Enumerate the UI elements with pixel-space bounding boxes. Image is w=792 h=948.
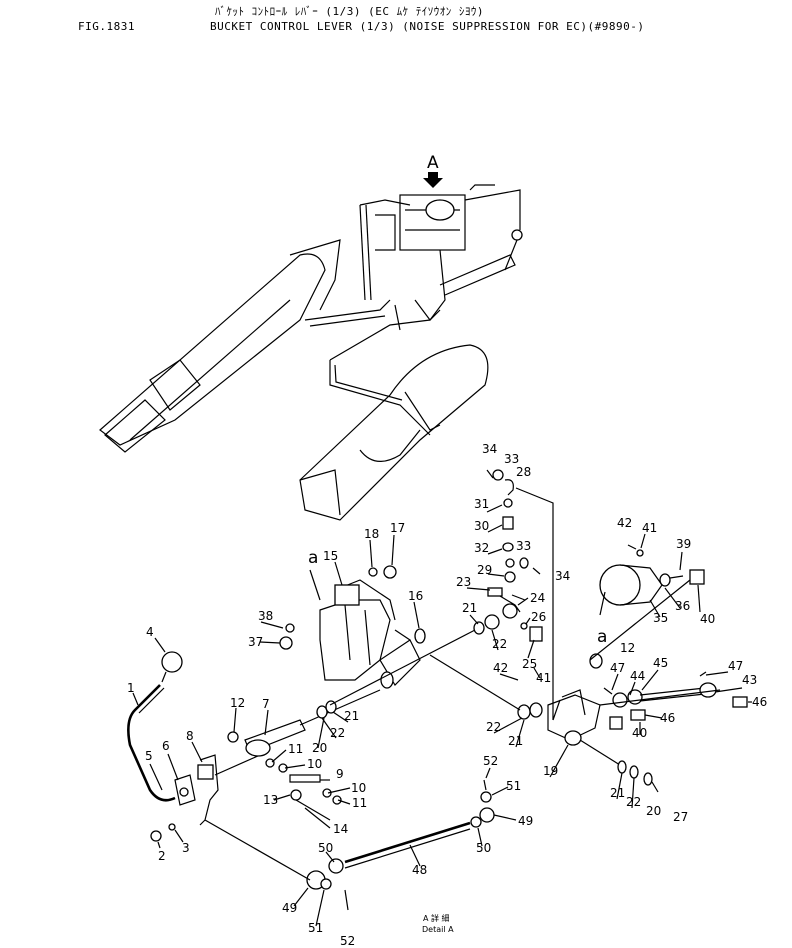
callout-36: 36 [675, 599, 690, 613]
callout-26: 26 [531, 610, 546, 624]
callout-50a: 50 [318, 841, 333, 855]
callout-46a: 46 [660, 711, 675, 725]
callout-21a: 21 [344, 709, 359, 723]
callout-41b: 41 [536, 671, 551, 685]
callout-12b: 12 [620, 641, 635, 655]
callout-22b: 22 [492, 637, 507, 651]
callout-14: 14 [333, 822, 348, 836]
callout-1: 1 [127, 681, 135, 695]
callout-40a: 40 [700, 612, 715, 626]
callout-8: 8 [186, 729, 194, 743]
callout-16: 16 [408, 589, 423, 603]
callout-7: 7 [262, 697, 270, 711]
callout-52b: 52 [340, 934, 355, 948]
callout-42b: 42 [493, 661, 508, 675]
callout-27: 27 [673, 810, 688, 824]
callout-30: 30 [474, 519, 489, 533]
callout-33b: 33 [516, 539, 531, 553]
callout-44: 44 [630, 669, 645, 683]
callout-24: 24 [530, 591, 545, 605]
ref-letter-a-left: a [308, 548, 318, 568]
callout-34b: 34 [555, 569, 570, 583]
callout-28: 28 [516, 465, 531, 479]
callout-21b: 21 [462, 601, 477, 615]
center-linkage [486, 469, 554, 720]
callout-45: 45 [653, 656, 668, 670]
callout-20a: 20 [312, 741, 327, 755]
callout-52a: 52 [483, 754, 498, 768]
callout-42a: 42 [617, 516, 632, 530]
callout-51a: 51 [506, 779, 521, 793]
callout-51b: 51 [308, 921, 323, 935]
ref-letter-a-right: a [597, 627, 607, 647]
callout-3: 3 [182, 841, 190, 855]
boom-assembly-view: A [99, 153, 523, 521]
callout-17: 17 [390, 521, 405, 535]
title-english: BUCKET CONTROL LEVER (1/3) (NOISE SUPPRE… [210, 20, 645, 33]
callout-4: 4 [146, 625, 154, 639]
callout-12a: 12 [230, 696, 245, 710]
callout-29: 29 [477, 563, 492, 577]
callout-33a: 33 [504, 452, 519, 466]
callout-20b: 20 [646, 804, 661, 818]
callout-39: 39 [676, 537, 691, 551]
callout-10b: 10 [351, 781, 366, 795]
callout-11a: 11 [288, 742, 303, 756]
callout-47a: 47 [610, 661, 625, 675]
view-arrow-icon [423, 172, 443, 188]
callout-46b: 46 [752, 695, 767, 709]
callout-31: 31 [474, 497, 489, 511]
callout-48: 48 [412, 863, 427, 877]
bracket-assembly [279, 565, 500, 706]
figure-number: FIG.1831 [78, 20, 135, 33]
title-japanese: ﾊﾞｹｯﾄ ｺﾝﾄﾛｰﾙ ﾚﾊﾞｰ (1/3) (EC ﾑｹ ﾃｲｿｳｵﾝ ｼﾖ… [215, 5, 484, 18]
right-assembly [429, 544, 748, 793]
lever-linkage [127, 651, 495, 911]
leader-lines [132, 504, 752, 927]
callout-5: 5 [145, 749, 153, 763]
callout-22d: 22 [626, 795, 641, 809]
callout-22c: 22 [486, 720, 501, 734]
detail-caption-jp: A 詳 細 [423, 913, 450, 923]
detail-caption-en: Detail A [422, 925, 454, 934]
callout-labels: 1 2 3 4 5 6 7 8 9 10 10 11 11 12 12 13 1… [127, 442, 767, 948]
callout-41a: 41 [642, 521, 657, 535]
callout-38: 38 [258, 609, 273, 623]
callout-11b: 11 [352, 796, 367, 810]
callout-21c: 21 [508, 734, 523, 748]
callout-25: 25 [522, 657, 537, 671]
callout-50b: 50 [476, 841, 491, 855]
callout-47b: 47 [728, 659, 743, 673]
callout-49a: 49 [282, 901, 297, 915]
callout-35: 35 [653, 611, 668, 625]
callout-2: 2 [158, 849, 166, 863]
callout-19: 19 [543, 764, 558, 778]
callout-18: 18 [364, 527, 379, 541]
view-arrow-label: A [427, 153, 439, 173]
callout-6: 6 [162, 739, 170, 753]
callout-15: 15 [323, 549, 338, 563]
callout-10a: 10 [307, 757, 322, 771]
callout-32: 32 [474, 541, 489, 555]
callout-43: 43 [742, 673, 757, 687]
callout-34a: 34 [482, 442, 497, 456]
callout-13: 13 [263, 793, 278, 807]
callout-9: 9 [336, 767, 344, 781]
callout-22a: 22 [330, 726, 345, 740]
callout-23: 23 [456, 575, 471, 589]
callout-49b: 49 [518, 814, 533, 828]
callout-37: 37 [248, 635, 263, 649]
